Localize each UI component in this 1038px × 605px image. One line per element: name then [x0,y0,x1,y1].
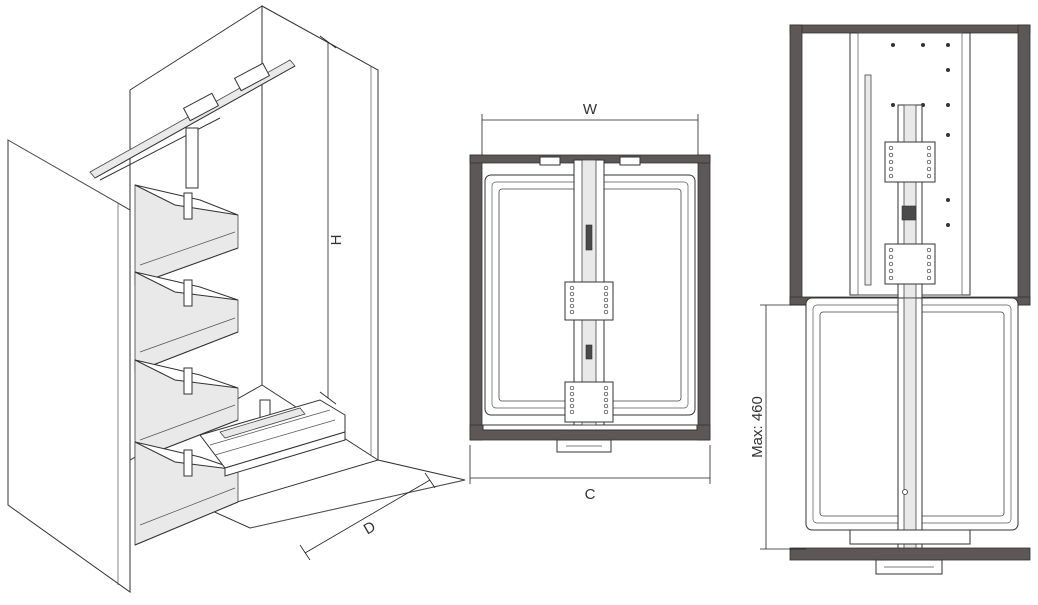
dimension-w: W [481,101,699,155]
upper-bracket [564,281,614,321]
basket-tier-2 [134,271,239,373]
side-view: Max: 460 [749,24,1031,575]
dimension-c-label: C [585,486,596,503]
side-upper-bracket [884,141,936,183]
basket-tier-1 [134,184,239,286]
side-cabinet-top [789,24,1031,34]
dimension-h-label: H [328,235,345,246]
dimension-w-label: W [583,101,598,118]
lower-bracket [564,381,614,423]
basket-tier-3 [134,359,239,461]
basket-tier-4 [134,441,239,546]
cabinet-left-wall [469,154,483,441]
top-view: W C [469,101,711,503]
isometric-view: H D [7,5,466,593]
side-lower-bracket [884,243,936,285]
bottom-slide-rail [199,399,346,477]
cabinet-right-wall [697,154,711,441]
side-cabinet-right [1017,24,1031,306]
top-slide-rail [89,59,296,181]
side-cabinet-left [789,24,803,306]
front-door-panel [7,139,131,593]
dimension-c: C [469,445,711,503]
cabinet-floor [208,459,466,529]
dimension-max: Max: 460 [749,304,806,550]
dimension-max-label: Max: 460 [749,396,766,458]
dimension-h: H [319,35,345,405]
dimension-d-label: D [361,518,379,538]
